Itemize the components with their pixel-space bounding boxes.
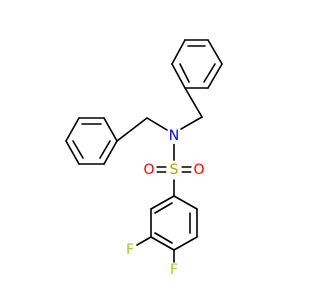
atom-label-F-meta: F [126,242,134,258]
atom-F-meta: F [123,242,137,258]
bond [65,140,80,165]
bond [65,117,80,142]
difluorophenyl-ring [150,195,198,251]
double-bond-inner [203,63,216,83]
double-bond-inner [99,140,111,159]
bond [207,39,223,65]
atom-label-N: N [169,128,179,144]
atom-label-O-right: O [193,162,204,178]
molecule-structure: N S O O F F [65,39,223,278]
double-bond-inner [179,63,190,83]
atom-label-O-left: O [143,162,154,178]
atom-F-para: F [167,262,181,278]
bond [173,236,198,251]
c-f-bond [136,236,152,246]
bond [171,39,186,65]
double-bond-inner [154,202,173,214]
bond [171,63,186,89]
ch2-bond [184,87,203,118]
atom-label-F-para: F [170,262,178,278]
ch2-bond [116,117,148,142]
ch2-n-bond [180,116,203,130]
bond [150,195,175,210]
double-bond-inner [72,140,84,159]
left-phenyl-ring [65,117,118,165]
double-bond-inner [154,232,173,244]
atom-label-S: S [170,162,179,178]
atom-S: S [166,162,182,178]
bond [150,236,175,251]
atom-N: N [166,128,182,144]
atom-O-right: O [191,162,207,178]
atom-O-left: O [141,162,157,178]
bond [207,63,223,89]
bond [173,195,198,210]
ch2-n-bond [146,117,168,131]
bond [103,117,118,142]
top-phenyl-ring [171,39,223,89]
bond [103,140,118,165]
